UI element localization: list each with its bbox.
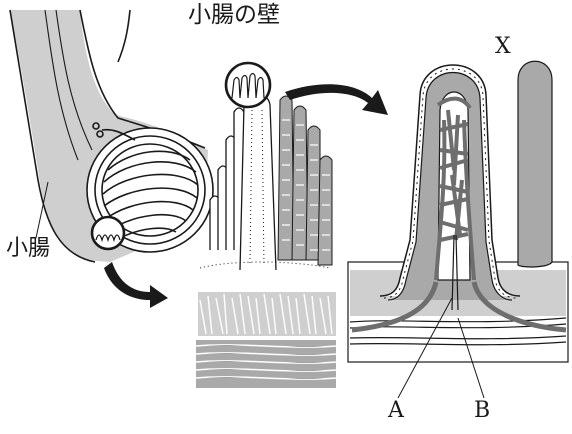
- figure-title: 小腸の壁: [188, 4, 280, 27]
- label-small-intestine: 小腸: [6, 238, 50, 260]
- label-x: X: [495, 36, 511, 58]
- callout-circle-left: [92, 217, 124, 249]
- label-b: B: [474, 400, 490, 422]
- villi-section: [196, 63, 336, 388]
- label-a: A: [388, 400, 404, 422]
- muscle-layer: [196, 292, 336, 388]
- curved-arrow-icon: [104, 262, 168, 308]
